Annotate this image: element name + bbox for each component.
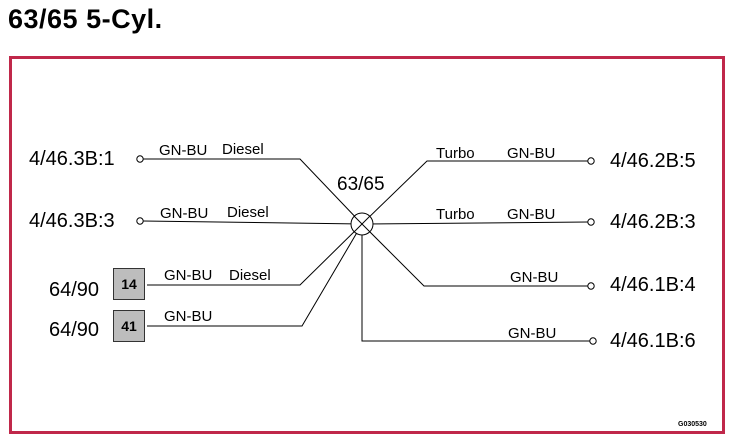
wire-left-4 — [147, 223, 363, 327]
connector-pin-box: 41 — [113, 310, 145, 342]
terminal-dot — [587, 218, 595, 226]
terminal-right-1: 4/46.2B:5 — [610, 150, 696, 172]
wire-function-right-2: Turbo — [436, 206, 475, 223]
wire-right-2 — [361, 221, 589, 225]
terminal-left-2: 4/46.3B:3 — [29, 210, 115, 232]
terminal-right-3: 4/46.1B:4 — [610, 274, 696, 296]
wire-left-1 — [143, 158, 363, 225]
terminal-left-4: 64/90 — [49, 319, 100, 341]
terminal-dot — [136, 155, 144, 163]
document-code: G030530 — [678, 421, 707, 428]
wire-color-left-2: GN-BU — [160, 205, 209, 222]
terminal-dot — [587, 157, 595, 165]
wire-right-1 — [361, 160, 588, 225]
wire-color-right-4: GN-BU — [508, 325, 557, 342]
wire-color-left-4: GN-BU — [164, 308, 213, 325]
terminal-right-4: 4/46.1B:6 — [610, 330, 696, 352]
wire-color-right-1: GN-BU — [507, 145, 556, 162]
wire-left-2 — [142, 220, 363, 225]
terminal-right-2: 4/46.2B:3 — [610, 211, 696, 233]
wire-function-left-3: Diesel — [229, 267, 271, 284]
wire-color-left-3: GN-BU — [164, 267, 213, 284]
page-title: 63/65 5-Cyl. — [8, 4, 163, 34]
wire-color-right-3: GN-BU — [510, 269, 559, 286]
wire-function-left-1: Diesel — [222, 141, 264, 158]
wire-color-right-2: GN-BU — [507, 206, 556, 223]
diagram-frame — [9, 56, 725, 434]
wire-function-right-1: Turbo — [436, 145, 475, 162]
terminal-dot — [136, 217, 144, 225]
wire-color-left-1: GN-BU — [159, 142, 208, 159]
wire-function-left-2: Diesel — [227, 204, 269, 221]
terminal-left-3: 64/90 — [49, 279, 100, 301]
terminal-dot — [589, 337, 597, 345]
wire-right-3 — [361, 223, 588, 287]
hub-label: 63/65 — [337, 174, 385, 195]
wire-left-3 — [147, 223, 363, 286]
wire-right-4 — [361, 224, 590, 342]
terminal-left-1: 4/46.3B:1 — [29, 148, 115, 170]
terminal-dot — [587, 282, 595, 290]
connector-pin-box: 14 — [113, 268, 145, 300]
